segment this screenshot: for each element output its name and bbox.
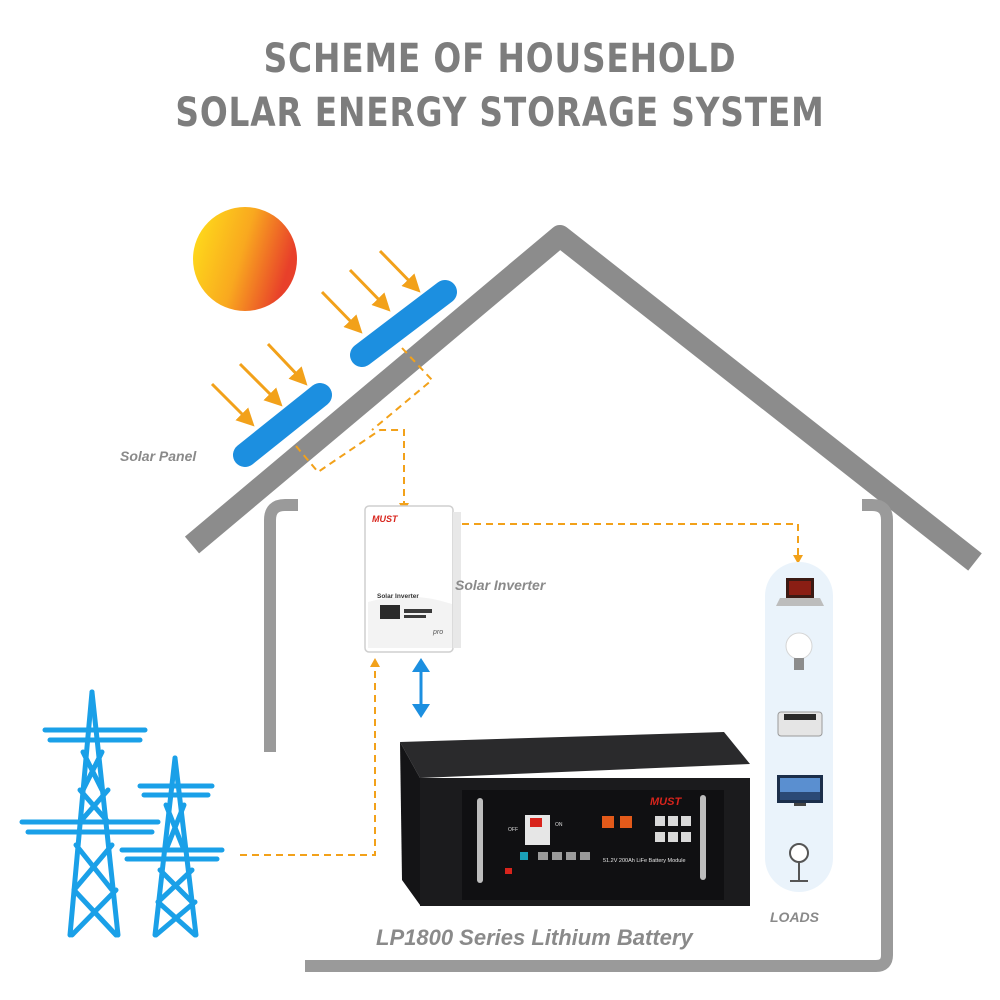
solar-panel-label: Solar Panel xyxy=(120,448,197,464)
solar-inverter: MUST Solar Inverter pro xyxy=(364,505,461,653)
power-pylon-icon xyxy=(19,689,161,938)
printer-icon xyxy=(777,711,823,737)
battery-module-text: 51.2V 200Ah LiFe Battery Module xyxy=(603,858,686,864)
diagram-title-line-1: SCHEME OF HOUSEHOLD xyxy=(263,36,737,82)
solar-panels xyxy=(233,280,457,467)
power-pylon-icon xyxy=(119,755,225,938)
bidirectional-arrow-icon xyxy=(412,658,430,718)
loads-panel xyxy=(765,562,833,892)
battery-label: LP1800 Series Lithium Battery xyxy=(376,925,694,950)
sun-icon xyxy=(193,207,297,311)
fan-icon xyxy=(789,843,809,882)
inverter-front-text: Solar Inverter xyxy=(377,593,419,600)
battery-switch-off-label: OFF xyxy=(508,827,518,833)
inverter-brand: MUST xyxy=(372,514,399,524)
lithium-battery: MUST OFF ON 51.2V 200Ah LiFe Battery Mod… xyxy=(400,732,750,906)
solar-inverter-label: Solar Inverter xyxy=(455,577,547,593)
laptop-icon xyxy=(776,578,824,606)
loads-label: LOADS xyxy=(770,909,820,925)
television-icon xyxy=(777,775,823,806)
wiring-dashed-lines xyxy=(240,347,803,856)
battery-brand: MUST xyxy=(650,796,682,808)
battery-switch-on-label: ON xyxy=(555,822,563,828)
diagram-title-line-2: SOLAR ENERGY STORAGE SYSTEM xyxy=(175,90,825,136)
light-bulb-icon xyxy=(785,632,813,670)
sunlight-arrows xyxy=(210,249,421,427)
inverter-badge: pro xyxy=(432,629,443,636)
house-outline xyxy=(184,225,982,972)
